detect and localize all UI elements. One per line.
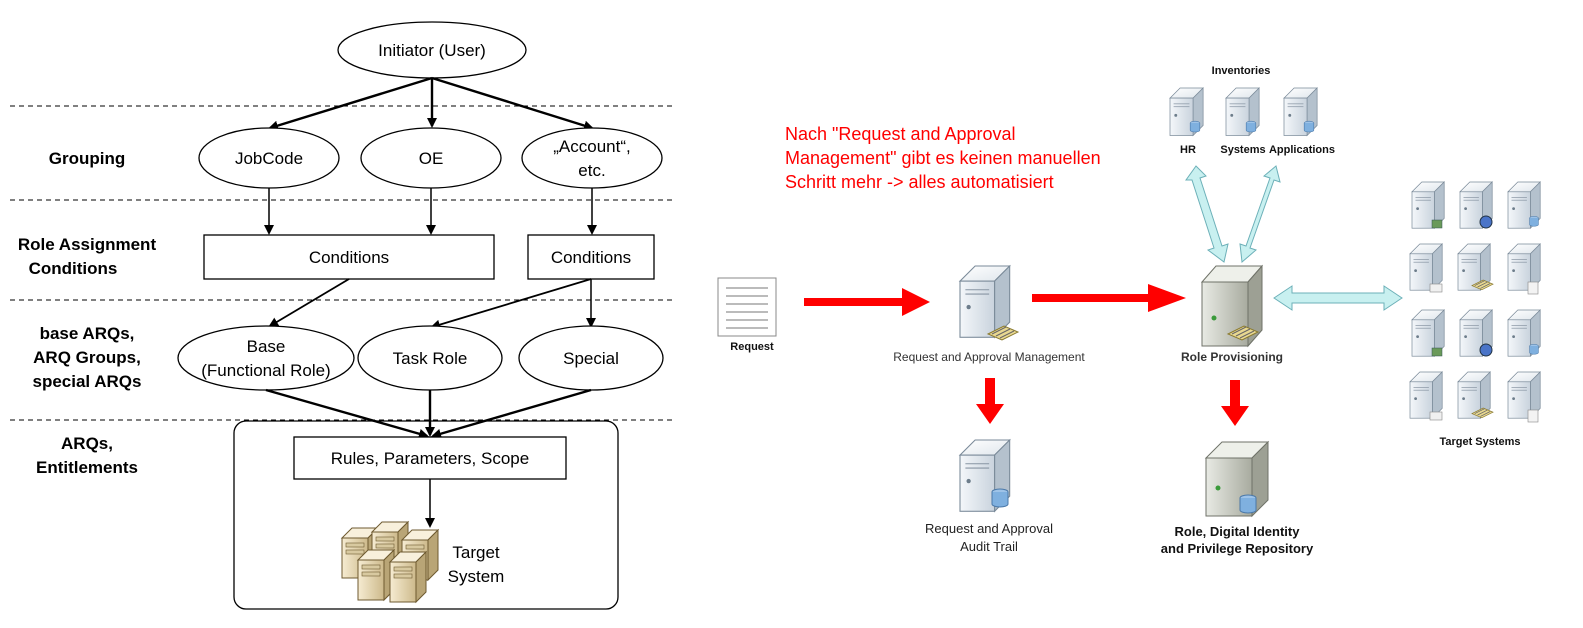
level-label-role-assignment: Conditions (29, 259, 118, 278)
role-provisioning-label: Role Provisioning (1181, 350, 1283, 364)
inventory-label-hr: HR (1180, 144, 1196, 156)
target-server-icon (1507, 243, 1541, 295)
left-diagram: Grouping Role Assignment Conditions base… (10, 21, 676, 610)
systems-server-icon (1225, 87, 1260, 136)
role-provisioning-server-icon (1200, 264, 1264, 348)
special-label: Special (563, 349, 619, 368)
repository-server-icon (1204, 440, 1270, 518)
arq-container (233, 420, 619, 610)
request-mgmt-server-icon (959, 265, 1019, 341)
target-systems-label: Target Systems (1439, 436, 1520, 448)
rules-label: Rules, Parameters, Scope (331, 449, 529, 468)
applications-server-icon (1283, 87, 1318, 136)
request-document-icon (717, 277, 777, 337)
red-arrow (1032, 284, 1186, 312)
base-role-node (177, 325, 355, 391)
arrow (431, 76, 594, 131)
inventories-title: Inventories (1212, 65, 1271, 77)
level-label-role-assignment: Role Assignment (18, 235, 157, 254)
arrow (430, 278, 592, 330)
red-arrow (804, 288, 930, 316)
inventory-label-applications: Applications (1269, 144, 1335, 156)
red-down-arrow (976, 378, 1004, 424)
target-system-servers-icon (341, 521, 439, 603)
request-label: Request (730, 341, 774, 353)
repository-label: Role, Digital Identity (1175, 524, 1301, 539)
level-label-base-arqs: base ARQs, (40, 324, 135, 343)
arrow (265, 388, 429, 439)
target-system-label: System (448, 567, 505, 586)
target-server-icon (1459, 309, 1493, 357)
note-text: Schritt mehr -> alles automatisiert (785, 172, 1054, 192)
arrow (268, 278, 350, 328)
initiator-label: Initiator (User) (378, 41, 486, 60)
base-role-label: (Functional Role) (201, 361, 330, 380)
red-down-arrow (1221, 380, 1249, 426)
target-server-icon (1411, 309, 1445, 357)
account-label: etc. (578, 161, 605, 180)
target-server-icon (1409, 371, 1443, 421)
audit-trail-label: Audit Trail (960, 539, 1018, 554)
jobcode-label: JobCode (235, 149, 303, 168)
target-server-icon (1507, 371, 1541, 423)
arrow (268, 76, 433, 131)
right-diagram: Nach "Request and Approval Management" g… (717, 65, 1541, 556)
level-label-base-arqs: ARQ Groups, (33, 348, 141, 367)
hr-server-icon (1169, 87, 1204, 136)
oe-label: OE (419, 149, 444, 168)
level-label-arqs: ARQs, (61, 434, 113, 453)
target-server-icon (1411, 181, 1445, 229)
inventory-label-systems: Systems (1220, 144, 1265, 156)
cyan-double-arrow (1273, 285, 1403, 311)
conditions-label: Conditions (551, 248, 631, 267)
target-server-icon (1459, 181, 1493, 229)
task-role-label: Task Role (393, 349, 468, 368)
target-systems-grid-icon (1409, 181, 1541, 423)
audit-trail-server-icon (959, 439, 1011, 512)
repository-label: and Privilege Repository (1161, 541, 1314, 556)
level-label-arqs: Entitlements (36, 458, 138, 477)
level-label-grouping: Grouping (49, 149, 125, 168)
arrow (431, 388, 592, 439)
conditions-label: Conditions (309, 248, 389, 267)
target-server-icon (1507, 181, 1541, 229)
note-text: Nach "Request and Approval (785, 124, 1016, 144)
audit-trail-label: Request and Approval (925, 521, 1053, 536)
level-label-base-arqs: special ARQs (33, 372, 142, 391)
target-server-icon (1507, 309, 1541, 357)
conditions-box (527, 234, 655, 280)
base-role-label: Base (247, 337, 286, 356)
target-server-icon (1409, 243, 1443, 293)
cyan-double-arrow (1185, 165, 1281, 263)
target-system-label: Target (452, 543, 500, 562)
target-server-icon (1457, 371, 1494, 419)
target-server-icon (1457, 243, 1494, 291)
request-mgmt-label: Request and Approval Management (893, 350, 1085, 364)
account-label: „Account“, (553, 137, 630, 156)
note-text: Management" gibt es keinen manuellen (785, 148, 1101, 168)
